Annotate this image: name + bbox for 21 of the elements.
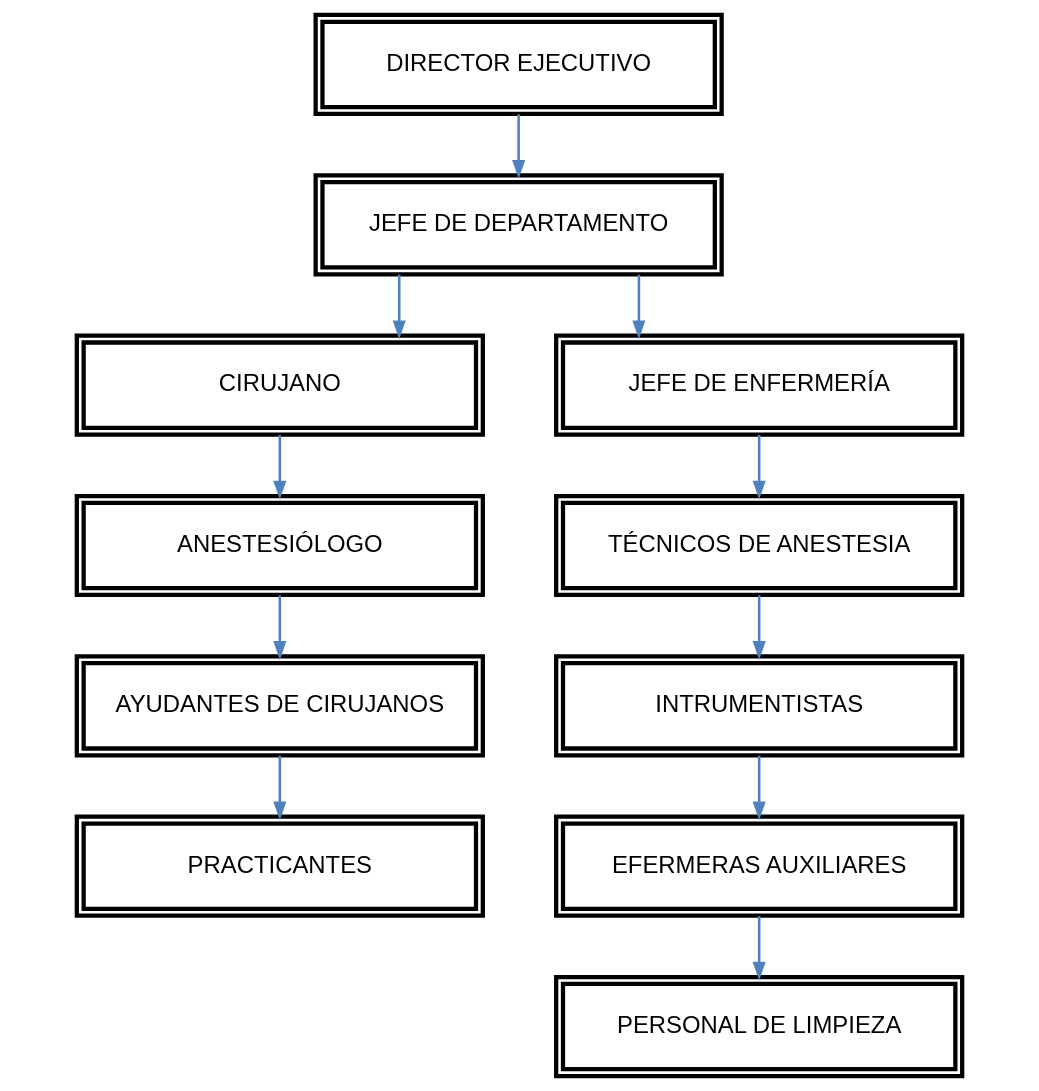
arrow xyxy=(752,755,766,821)
node-box: TÉCNICOS DE ANESTESIA xyxy=(554,493,965,598)
node-box: AYUDANTES DE CIRUJANOS xyxy=(74,654,485,758)
arrow xyxy=(752,916,766,981)
arrow xyxy=(752,435,766,500)
arrow xyxy=(512,114,526,179)
node-box: PERSONAL DE LIMPIEZA xyxy=(554,974,965,1079)
node-box: INTRUMENTISTAS xyxy=(554,654,965,758)
arrow xyxy=(392,274,406,340)
node-box: PRACTICANTES xyxy=(74,814,485,918)
node-box: CIRUJANO xyxy=(74,333,485,437)
arrow xyxy=(752,595,766,660)
arrow xyxy=(273,755,287,821)
arrow xyxy=(273,435,287,500)
arrow xyxy=(632,274,646,340)
node-box: JEFE DE ENFERMERÍA xyxy=(554,333,965,437)
node-box: JEFE DE DEPARTAMENTO xyxy=(313,173,724,277)
arrow xyxy=(273,595,287,660)
node-box: DIRECTOR EJECUTIVO xyxy=(313,12,724,117)
node-box: EFERMERAS AUXILIARES xyxy=(554,814,965,918)
node-box: ANESTESIÓLOGO xyxy=(74,493,485,598)
